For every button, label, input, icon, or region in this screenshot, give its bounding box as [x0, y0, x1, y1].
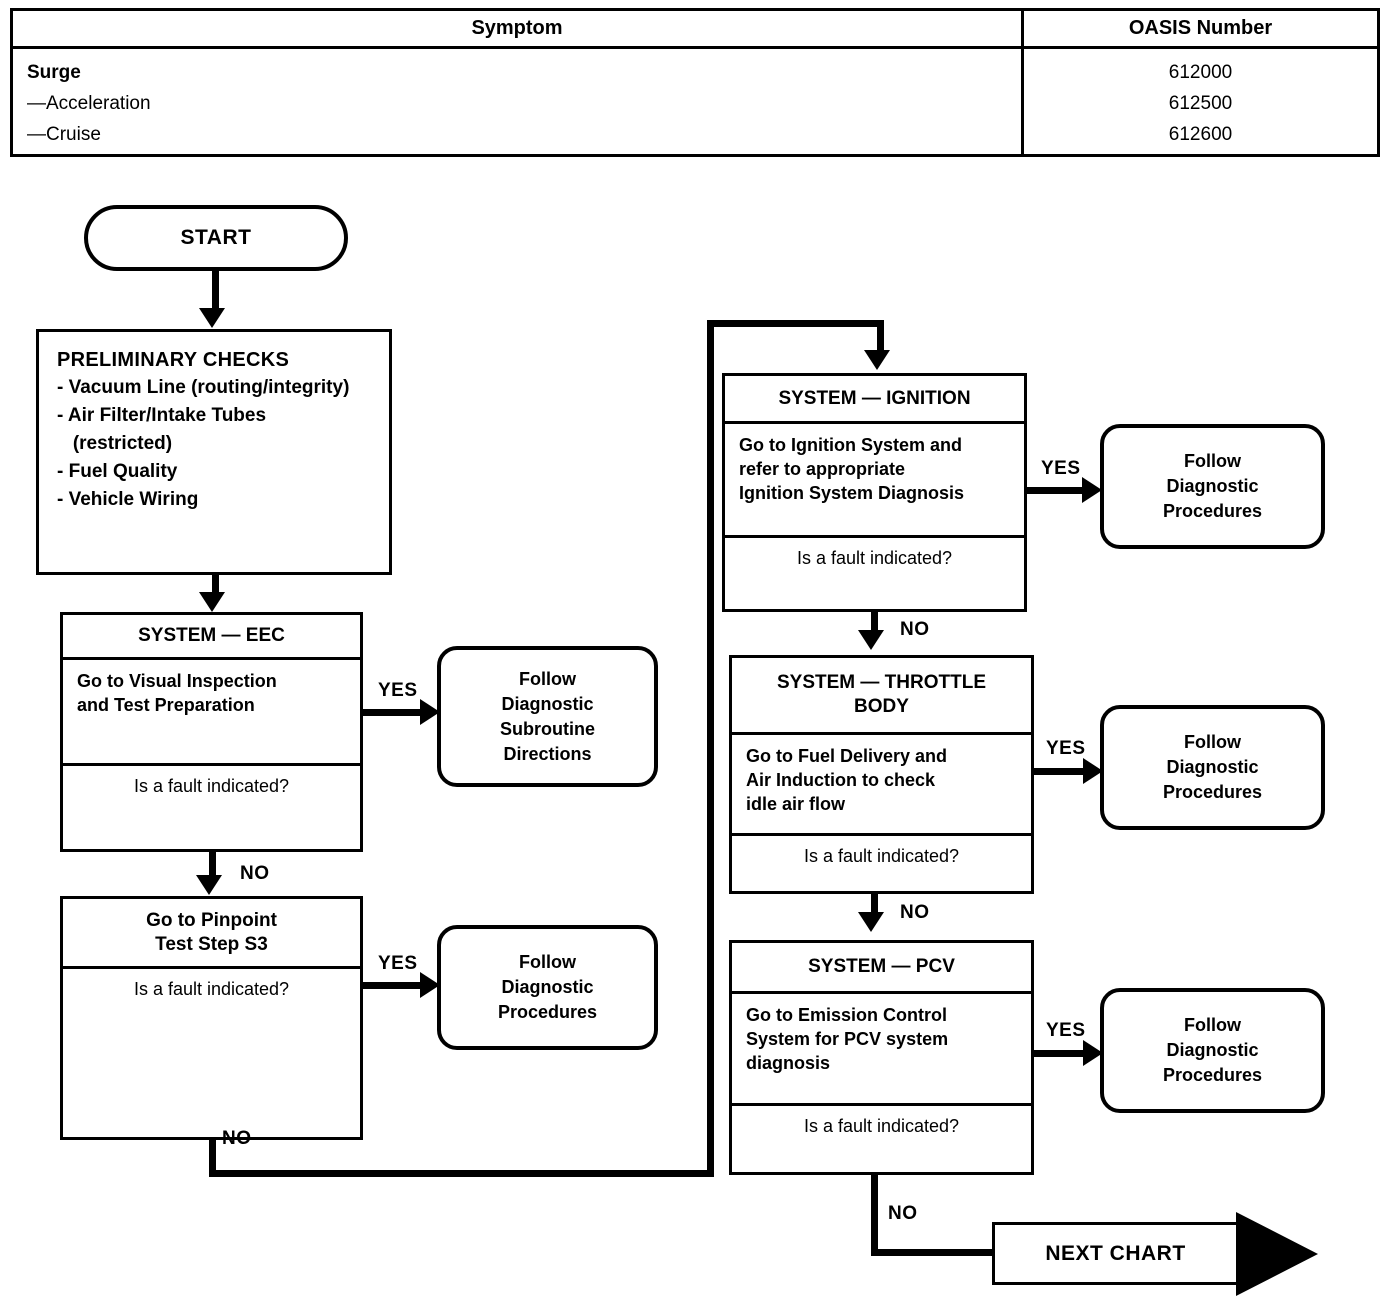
- system-throttle-body-title: SYSTEM — THROTTLE BODY: [732, 658, 1031, 735]
- oasis-cells: 612000 612500 612600: [1021, 49, 1377, 154]
- table-row: 612500: [1168, 93, 1233, 114]
- table-row: 612600: [1168, 124, 1233, 145]
- preliminary-checks-item: - Fuel Quality: [57, 461, 178, 482]
- system-eec-question: Is a fault indicated?: [133, 776, 290, 796]
- edge-label-ignition-no: NO: [900, 619, 930, 640]
- next-chart-arrow-icon: [1236, 1212, 1318, 1296]
- connector-pcv-no-across: [871, 1249, 999, 1256]
- edge-label-pcv-no: NO: [888, 1203, 918, 1224]
- arrowhead-right-ignition-yes: [1082, 477, 1102, 503]
- system-eec-box: SYSTEM — EEC Go to Visual Inspection and…: [60, 612, 363, 852]
- preliminary-checks-item: (restricted): [57, 433, 173, 454]
- connector-pinpoint-no-across: [209, 1170, 714, 1177]
- throttle-body-follow-diagnostic-procedures-terminator: Follow Diagnostic Procedures: [1100, 705, 1325, 830]
- arrowhead-right-pcv-yes: [1083, 1040, 1103, 1066]
- column-header-symptom: Symptom: [471, 17, 563, 39]
- preliminary-checks-item: - Vehicle Wiring: [57, 489, 199, 510]
- edge-label-eec-yes: YES: [378, 680, 418, 701]
- preliminary-checks-box: PRELIMINARY CHECKS - Vacuum Line (routin…: [36, 329, 392, 575]
- system-pcv-box: SYSTEM — PCV Go to Emission Control Syst…: [729, 940, 1034, 1175]
- connector-ignition-yes: [1027, 487, 1087, 494]
- connector-start-to-preliminary: [212, 271, 219, 313]
- table-row: 612000: [1168, 62, 1233, 83]
- start-terminator: START: [84, 205, 348, 271]
- system-eec-action: Go to Visual Inspection and Test Prepara…: [63, 660, 360, 766]
- system-pcv-action: Go to Emission Control System for PCV sy…: [732, 994, 1031, 1106]
- connector-loop-drop: [877, 320, 884, 355]
- symptom-cells: Surge —Acceleration —Cruise: [13, 49, 1021, 154]
- system-ignition-action: Go to Ignition System and refer to appro…: [725, 424, 1024, 538]
- arrowhead-right-eec-yes: [420, 699, 440, 725]
- connector-ignition-no: [871, 612, 878, 637]
- edge-label-throttle-body-no: NO: [900, 902, 930, 923]
- edge-label-pcv-yes: YES: [1046, 1020, 1086, 1041]
- pinpoint-test-question: Is a fault indicated?: [133, 979, 290, 999]
- connector-pinpoint-yes: [363, 982, 425, 989]
- connector-loop-riser: [707, 320, 714, 1177]
- connector-pcv-no-down: [871, 1175, 878, 1256]
- pinpoint-test-box: Go to Pinpoint Test Step S3 Is a fault i…: [60, 896, 363, 1140]
- system-eec-title: SYSTEM — EEC: [63, 615, 360, 660]
- system-throttle-body-question: Is a fault indicated?: [803, 846, 960, 866]
- system-throttle-body-box: SYSTEM — THROTTLE BODY Go to Fuel Delive…: [729, 655, 1034, 894]
- system-ignition-box: SYSTEM — IGNITION Go to Ignition System …: [722, 373, 1027, 612]
- arrowhead-down-preliminary: [199, 308, 225, 328]
- next-chart-banner[interactable]: NEXT CHART: [992, 1222, 1239, 1285]
- connector-loop-top: [707, 320, 884, 327]
- arrowhead-right-throttle-body-yes: [1083, 758, 1103, 784]
- pinpoint-follow-diagnostic-procedures-terminator: Follow Diagnostic Procedures: [437, 925, 658, 1050]
- connector-throttle-body-yes: [1034, 768, 1088, 775]
- symptom-oasis-table: Symptom OASIS Number Surge —Acceleration…: [10, 8, 1380, 157]
- edge-label-ignition-yes: YES: [1041, 458, 1081, 479]
- connector-eec-yes: [363, 709, 425, 716]
- follow-diagnostic-subroutine-directions-terminator: Follow Diagnostic Subroutine Directions: [437, 646, 658, 787]
- connector-pcv-yes: [1034, 1050, 1088, 1057]
- arrowhead-right-pinpoint-yes: [420, 972, 440, 998]
- edge-label-eec-no: NO: [240, 863, 270, 884]
- arrowhead-down-pinpoint: [196, 875, 222, 895]
- edge-label-pinpoint-no: NO: [222, 1128, 252, 1149]
- connector-eec-no: [209, 852, 216, 884]
- system-ignition-question: Is a fault indicated?: [796, 548, 953, 568]
- ignition-follow-diagnostic-procedures-terminator: Follow Diagnostic Procedures: [1100, 424, 1325, 549]
- connector-pinpoint-no-down: [209, 1140, 216, 1177]
- preliminary-checks-item: - Air Filter/Intake Tubes: [57, 405, 267, 426]
- system-ignition-title: SYSTEM — IGNITION: [725, 376, 1024, 424]
- preliminary-checks-item: - Vacuum Line (routing/integrity): [57, 377, 350, 398]
- table-row: —Cruise: [27, 124, 101, 145]
- system-pcv-question: Is a fault indicated?: [803, 1116, 960, 1136]
- arrowhead-down-pcv: [858, 912, 884, 932]
- arrowhead-down-throttle-body: [858, 630, 884, 650]
- table-row: —Acceleration: [27, 93, 151, 114]
- table-header-row: Symptom OASIS Number: [13, 11, 1377, 49]
- arrowhead-down-ignition: [864, 350, 890, 370]
- connector-throttle-body-no: [871, 894, 878, 918]
- arrowhead-down-eec: [199, 592, 225, 612]
- table-row: Surge: [27, 62, 81, 83]
- system-throttle-body-action: Go to Fuel Delivery and Air Induction to…: [732, 735, 1031, 836]
- edge-label-pinpoint-yes: YES: [378, 953, 418, 974]
- connector-preliminary-to-eec: [212, 575, 219, 597]
- column-header-oasis-number: OASIS Number: [1021, 11, 1377, 46]
- preliminary-checks-title: PRELIMINARY CHECKS: [57, 349, 290, 371]
- table-body: Surge —Acceleration —Cruise 612000 61250…: [13, 49, 1377, 154]
- pcv-follow-diagnostic-procedures-terminator: Follow Diagnostic Procedures: [1100, 988, 1325, 1113]
- system-pcv-title: SYSTEM — PCV: [732, 943, 1031, 994]
- edge-label-throttle-body-yes: YES: [1046, 738, 1086, 759]
- pinpoint-test-action: Go to Pinpoint Test Step S3: [63, 899, 360, 969]
